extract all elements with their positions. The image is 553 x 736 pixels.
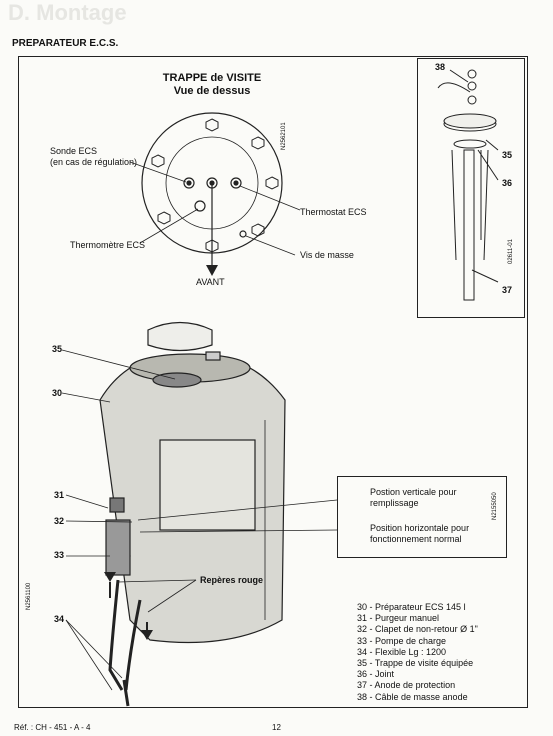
anode-drawing: [437, 69, 499, 301]
part-row: 33 - Pompe de charge: [357, 635, 447, 646]
part-num: 30: [357, 602, 368, 612]
section-title: D. Montage: [8, 0, 127, 25]
valve-legend: Postion verticale pour remplissage Posit…: [337, 476, 507, 558]
reperes-label: Repères rouge: [200, 575, 264, 585]
part-label: Clapet de non-retour Ø 1": [375, 624, 478, 635]
part-num: 37: [357, 680, 368, 691]
part-row: 30 - Préparateur ECS 145 l: [357, 602, 466, 612]
top-view-title-line1: TRAPPE de VISITE: [162, 72, 262, 84]
vis-label: Vis de masse: [300, 250, 354, 260]
legend-vertical-line1: Postion verticale pour: [370, 487, 457, 497]
callout-32: 32: [54, 516, 65, 526]
part-num: 31: [357, 613, 368, 624]
part-label: Anode de protection: [374, 680, 456, 691]
part-row: 31 - Purgeur manuel: [357, 613, 440, 624]
callout-30: 30: [52, 388, 63, 398]
callout-31: 31: [54, 490, 65, 500]
part-num: 34: [357, 646, 368, 657]
part-label: Câble de masse anode: [375, 691, 468, 702]
part-row: 35 - Trappe de visite équipée: [357, 658, 474, 669]
part-label: Trappe de visite équipée: [374, 658, 474, 669]
callout-35: 35: [52, 344, 63, 354]
sonde-label-line1: Sonde ECS: [50, 146, 98, 156]
part-label: Flexible Lg : 1200: [375, 646, 447, 657]
main-code: N2561100: [26, 582, 32, 610]
legend-horizontal-line2: fonctionnement normal: [370, 534, 462, 544]
legend-horizontal-line1: Position horizontale pour: [370, 523, 470, 533]
callout-33: 33: [54, 550, 65, 560]
part-row: 36 - Joint: [357, 669, 395, 680]
thermometre-label: Thermomètre ECS: [70, 240, 146, 250]
callout-35-inset: 35: [502, 150, 513, 160]
anode-inset-frame: [417, 58, 525, 318]
top-view-title-line2: Vue de dessus: [173, 85, 251, 97]
part-num: 33: [357, 635, 368, 646]
legend-code: N2155050: [492, 492, 498, 520]
part-row: 32 - Clapet de non-retour Ø 1": [357, 624, 478, 635]
avant-arrow: [206, 265, 218, 276]
part-label: Joint: [375, 669, 395, 680]
callout-38: 38: [435, 62, 446, 72]
part-row: 38 - Câble de masse anode: [357, 691, 468, 702]
legend-vertical-line2: remplissage: [370, 498, 419, 508]
top-view-title: TRAPPE de VISITE Vue de dessus: [150, 72, 274, 98]
part-num: 36: [357, 669, 368, 680]
part-row: 37 - Anode de protection: [357, 680, 456, 691]
top-view-code: N2562101: [281, 122, 287, 150]
figure-frame: [18, 56, 528, 708]
page-heading: PREPARATEUR E.C.S.: [12, 38, 119, 49]
part-label: Préparateur ECS 145 l: [375, 602, 466, 612]
part-num: 32: [357, 624, 368, 635]
callout-36: 36: [502, 178, 513, 188]
avant-label: AVANT: [196, 277, 225, 287]
parts-list: 30 - Préparateur ECS 145 l 31 - Purgeur …: [357, 602, 478, 703]
sonde-label-line2: (en cas de régulation): [50, 157, 138, 167]
part-num: 38: [357, 691, 368, 702]
callout-37: 37: [502, 285, 513, 295]
part-row: 34 - Flexible Lg : 1200: [357, 646, 447, 657]
thermostat-label: Thermostat ECS: [300, 207, 367, 217]
part-num: 35: [357, 658, 368, 669]
callout-34: 34: [54, 614, 65, 624]
top-view-flange: [141, 112, 283, 270]
inset-code: 02611-01: [508, 239, 514, 264]
part-label: Purgeur manuel: [375, 613, 440, 624]
footer-reference: Réf. : CH - 451 - A - 4: [14, 723, 91, 732]
page-number: 12: [272, 723, 281, 732]
part-label: Pompe de charge: [375, 635, 447, 646]
